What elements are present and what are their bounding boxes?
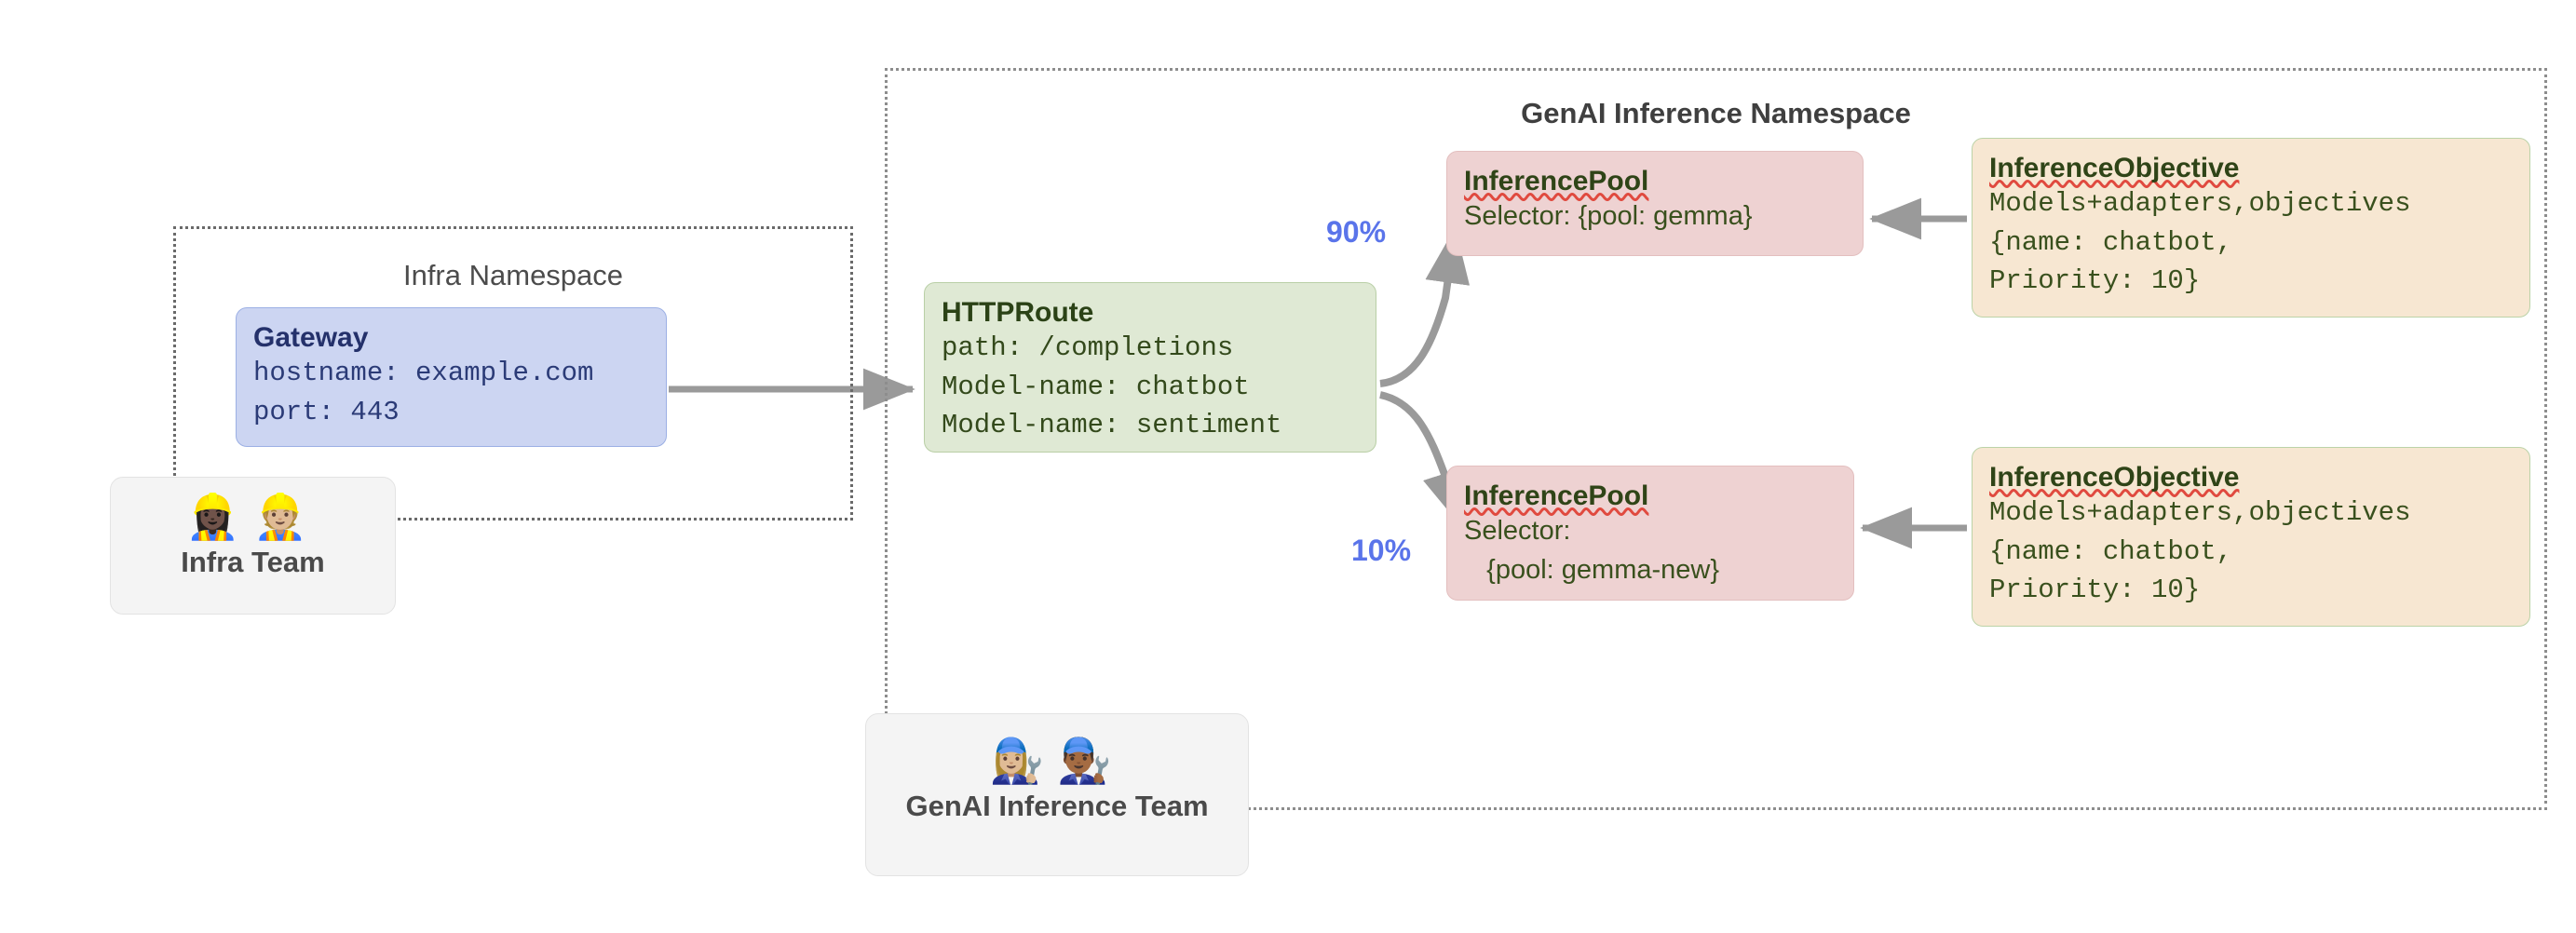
namespace-infra: Infra Namespace (173, 226, 853, 521)
inference-objective-card-1[interactable]: InferenceObjective Models+adapters,objec… (1972, 138, 2530, 318)
team-badge-infra[interactable]: 👷🏿‍♀️👷🏼 Infra Team (110, 477, 396, 615)
inference-objective-card-1-title: InferenceObjective (1989, 153, 2240, 183)
inference-pool-card-2[interactable]: InferencePool Selector: {pool: gemma-new… (1446, 466, 1854, 601)
inference-pool-card-2-body: Selector: {pool: gemma-new} (1464, 516, 1720, 585)
weight-label-pool-1: 90% (1326, 215, 1387, 249)
gateway-card[interactable]: Gateway hostname: example.com port: 443 (236, 307, 667, 447)
httproute-card[interactable]: HTTPRoute path: /completions Model-name:… (924, 282, 1376, 453)
mechanic-icon: 👩🏼‍🔧👨🏾‍🔧 (989, 736, 1125, 785)
httproute-card-body: path: /completions Model-name: chatbot M… (942, 332, 1282, 440)
inference-objective-card-2-title: InferenceObjective (1989, 462, 2240, 493)
team-badge-genai-inference[interactable]: 👩🏼‍🔧👨🏾‍🔧 GenAI Inference Team (865, 713, 1249, 876)
inference-objective-card-2-body: Models+adapters,objectives {name: chatbo… (1989, 497, 2411, 605)
team-badge-infra-label: Infra Team (181, 546, 325, 579)
inference-objective-card-1-body: Models+adapters,objectives {name: chatbo… (1989, 188, 2411, 296)
inference-pool-card-1-body: Selector: {pool: gemma} (1464, 201, 1753, 232)
weight-label-pool-2: 10% (1351, 534, 1412, 567)
httproute-card-title: HTTPRoute (942, 297, 1094, 328)
inference-pool-card-1[interactable]: InferencePool Selector: {pool: gemma} (1446, 151, 1864, 256)
inference-objective-card-2[interactable]: InferenceObjective Models+adapters,objec… (1972, 447, 2530, 627)
construction-worker-icon: 👷🏿‍♀️👷🏼 (184, 492, 321, 541)
team-badge-genai-inference-label: GenAI Inference Team (905, 790, 1209, 823)
gateway-card-title: Gateway (253, 322, 369, 353)
inference-pool-card-2-title: InferencePool (1464, 480, 1649, 511)
namespace-genai-inference-title: GenAI Inference Namespace (1521, 97, 1911, 129)
namespace-infra-title: Infra Namespace (402, 259, 624, 291)
gateway-card-body: hostname: example.com port: 443 (253, 358, 594, 427)
namespace-genai-inference: GenAI Inference Namespace (885, 68, 2547, 810)
inference-pool-card-1-title: InferencePool (1464, 166, 1649, 196)
